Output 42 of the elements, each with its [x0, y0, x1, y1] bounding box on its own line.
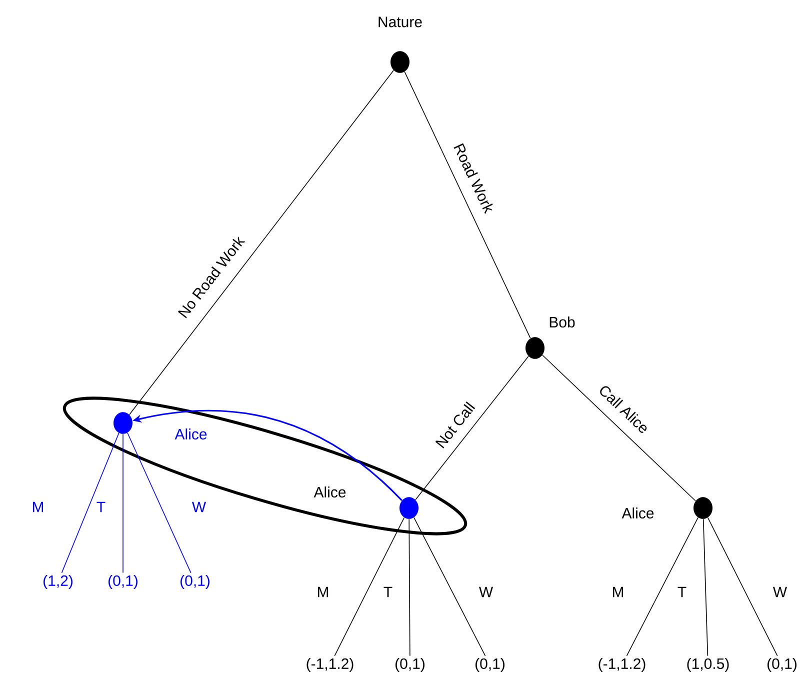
edge-label: Road Work [454, 143, 493, 214]
decision-node [390, 51, 410, 73]
edge-label: M [318, 586, 328, 598]
tree-branch [334, 517, 405, 656]
tree-branch [61, 432, 120, 574]
edge-label: M [612, 586, 624, 598]
payoff-label: (0,1) [108, 575, 138, 589]
decision-node [400, 497, 418, 519]
player-label: Alice [622, 507, 654, 518]
payoff-label: (0,1) [476, 658, 504, 672]
payoff-label: (1,2) [44, 575, 72, 589]
payoff-label: (0,1) [396, 658, 424, 672]
payoff-label: (0,1) [768, 658, 796, 672]
tree-branch [702, 518, 708, 656]
edge-label: T [678, 586, 686, 598]
edge-label: Alice [174, 428, 207, 440]
edge-label: M [32, 502, 44, 512]
tree-branch [122, 434, 124, 574]
decision-node [694, 497, 712, 519]
payoff-label: (-1,1.2) [598, 658, 646, 672]
player-label: Nature [378, 16, 422, 28]
decision-node [114, 412, 132, 434]
payoff-label: (1,0.5) [687, 658, 729, 672]
edge-label: T [96, 502, 106, 512]
tree-branch [127, 432, 192, 574]
edge-label: T [384, 586, 392, 598]
tree-branch [707, 517, 778, 656]
edge-label: W [192, 502, 206, 512]
tree-branch [415, 356, 529, 500]
edge-label: Not Call [435, 401, 476, 448]
edge-label: W [478, 586, 494, 598]
player-label: Bob [550, 316, 575, 328]
edge-label: W [772, 586, 788, 598]
tree-branch [414, 517, 486, 656]
tree-branch [408, 518, 410, 656]
payoff-label: (0,1) [180, 575, 210, 589]
tree-branch [626, 517, 698, 656]
tree-branch [404, 71, 531, 339]
tree-branch [129, 70, 394, 416]
decision-node [526, 337, 544, 359]
tree-branch [542, 354, 696, 502]
payoff-label: (-1,1.2) [306, 658, 354, 672]
